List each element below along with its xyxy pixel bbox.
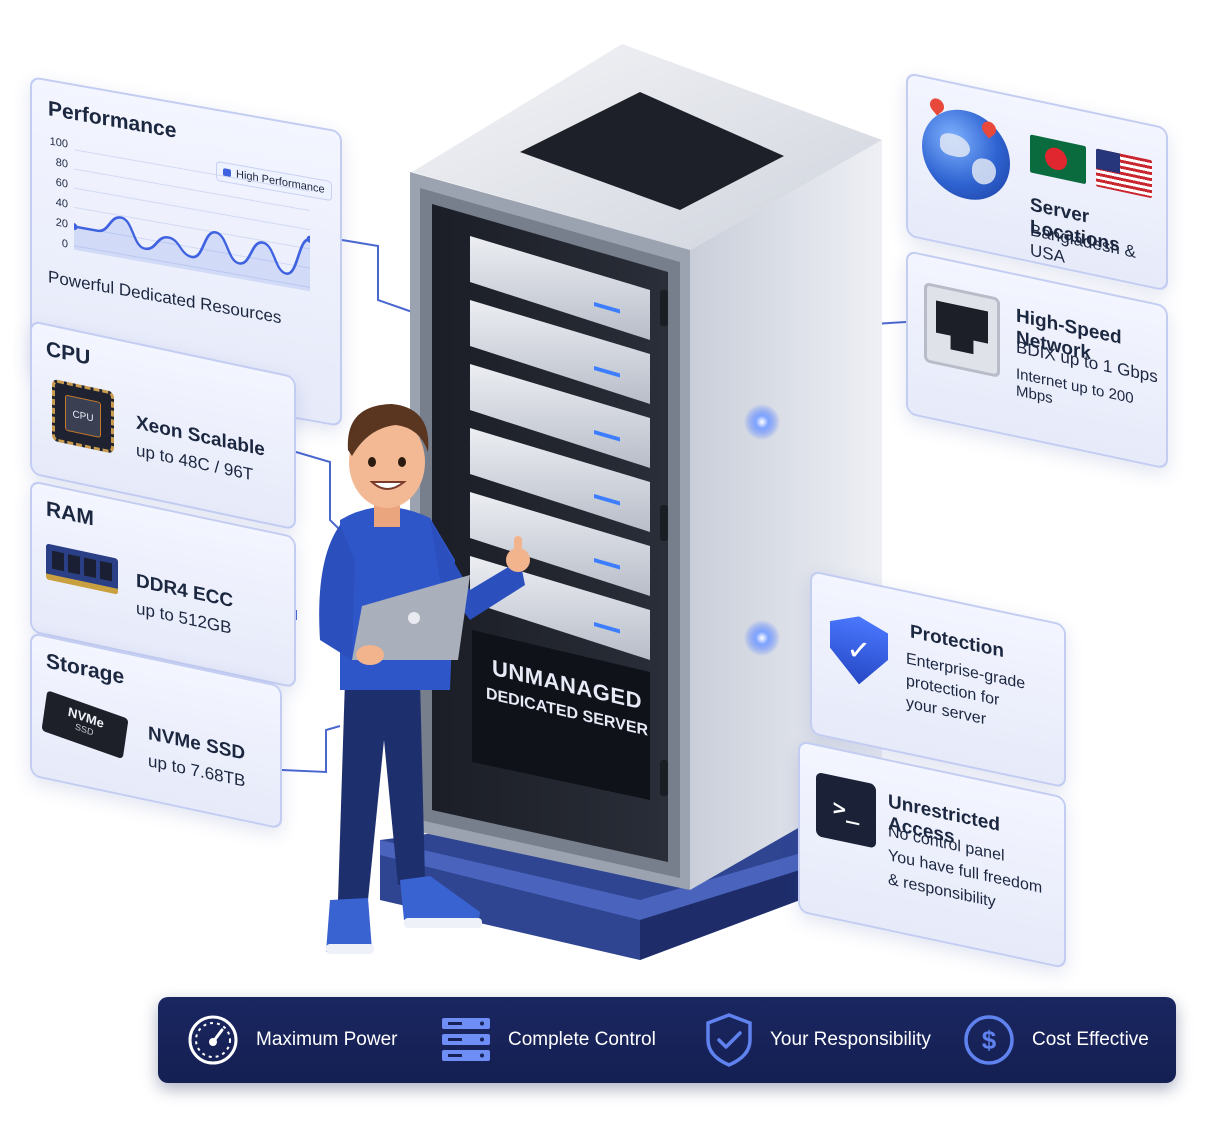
gridline: [74, 245, 310, 288]
ram-chip: [84, 557, 96, 579]
check-mark-icon: ✓: [846, 631, 872, 670]
y-tick: 100: [49, 135, 68, 151]
ram-chip: [52, 550, 64, 572]
cpu-title: CPU: [46, 337, 91, 370]
feature-cost-effective: $ Cost Effective: [962, 997, 1149, 1083]
terminal-icon: >_: [816, 771, 876, 849]
gridline: [74, 206, 310, 250]
terminal-prompt: >_: [832, 794, 860, 826]
globe-land: [972, 156, 996, 188]
ram-title: RAM: [46, 497, 94, 531]
y-tick: 80: [55, 156, 68, 171]
y-tick: 20: [55, 216, 68, 231]
feature-your-responsibility: Your Responsibility: [704, 997, 931, 1083]
gridline: [74, 168, 310, 212]
y-ticks: 100 80 60 40 20 0: [38, 133, 68, 250]
shield-check-icon: ✓: [830, 610, 888, 690]
shield-check-icon: [706, 1013, 752, 1067]
performance-title: Performance: [48, 97, 177, 143]
svg-text:$: $: [982, 1025, 997, 1055]
usa-flag-canton: [1096, 148, 1120, 174]
gridline: [74, 226, 310, 269]
ram-chip: [100, 560, 112, 582]
bangladesh-flag-disc: [1045, 145, 1067, 173]
ram-chip: [68, 554, 80, 575]
ethernet-socket: [936, 300, 988, 357]
nvme-ssd-icon: NVMe SSD: [41, 690, 129, 760]
y-tick: 40: [55, 196, 68, 211]
data-point: [74, 223, 78, 231]
cpu-chip-icon: CPU: [52, 378, 114, 454]
map-pin-icon: [927, 95, 947, 116]
globe-land: [940, 131, 970, 160]
globe-icon: [922, 95, 1010, 209]
series-line: [74, 216, 310, 275]
feature-label: Cost Effective: [1032, 1029, 1149, 1050]
feature-label: Maximum Power: [256, 1029, 398, 1050]
cpu-chip-core: CPU: [65, 394, 101, 439]
performance-line-chart: [74, 149, 310, 292]
speedometer-icon: [188, 1015, 238, 1065]
cpu-chip-label: CPU: [72, 408, 94, 425]
y-tick: 0: [61, 237, 68, 251]
performance-card: Performance High Performance 100 80 60 4…: [30, 76, 342, 428]
data-point: [306, 235, 310, 243]
feature-label: Complete Control: [508, 1029, 656, 1050]
gridline: [74, 187, 310, 231]
feature-maximum-power: Maximum Power: [186, 997, 397, 1083]
ethernet-port-icon: [924, 281, 1000, 378]
feature-bar: Maximum Power Complete Control Your Resp…: [158, 997, 1176, 1083]
server-stack-icon: [442, 1018, 490, 1061]
bangladesh-flag-icon: [1030, 134, 1086, 185]
storage-title: Storage: [46, 649, 125, 690]
map-pin-icon: [979, 118, 999, 139]
usa-flag-icon: [1096, 148, 1152, 199]
dollar-coin-icon: $: [964, 1015, 1014, 1065]
ram-module-icon: [46, 543, 118, 595]
y-tick: 60: [55, 176, 68, 191]
gridline: [74, 149, 310, 192]
feature-complete-control: Complete Control: [440, 997, 656, 1083]
feature-label: Your Responsibility: [770, 1029, 931, 1050]
person-illustration: [319, 404, 530, 954]
